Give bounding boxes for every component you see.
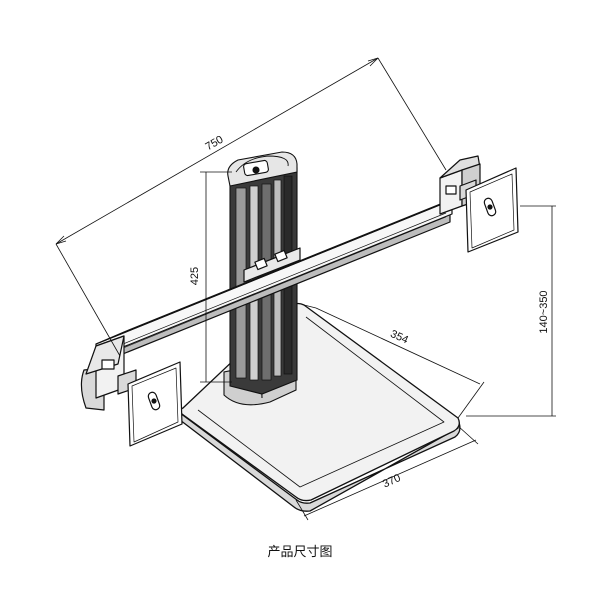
- dim-pole-height: 425: [189, 267, 201, 285]
- dim-vesa-height-range: 140~350: [538, 290, 550, 333]
- base-plate: [179, 302, 461, 512]
- dim-crossbar-width: 750: [204, 134, 226, 154]
- dim-base-depth: 354: [388, 328, 410, 346]
- right-monitor-mount: [439, 155, 519, 253]
- left-monitor-mount: [80, 335, 183, 447]
- dim-base-width: 370: [381, 472, 403, 490]
- crossbar-arm: [95, 191, 471, 365]
- diagram-caption: 产品尺寸图: [267, 545, 333, 560]
- dimension-lines: [55, 57, 556, 521]
